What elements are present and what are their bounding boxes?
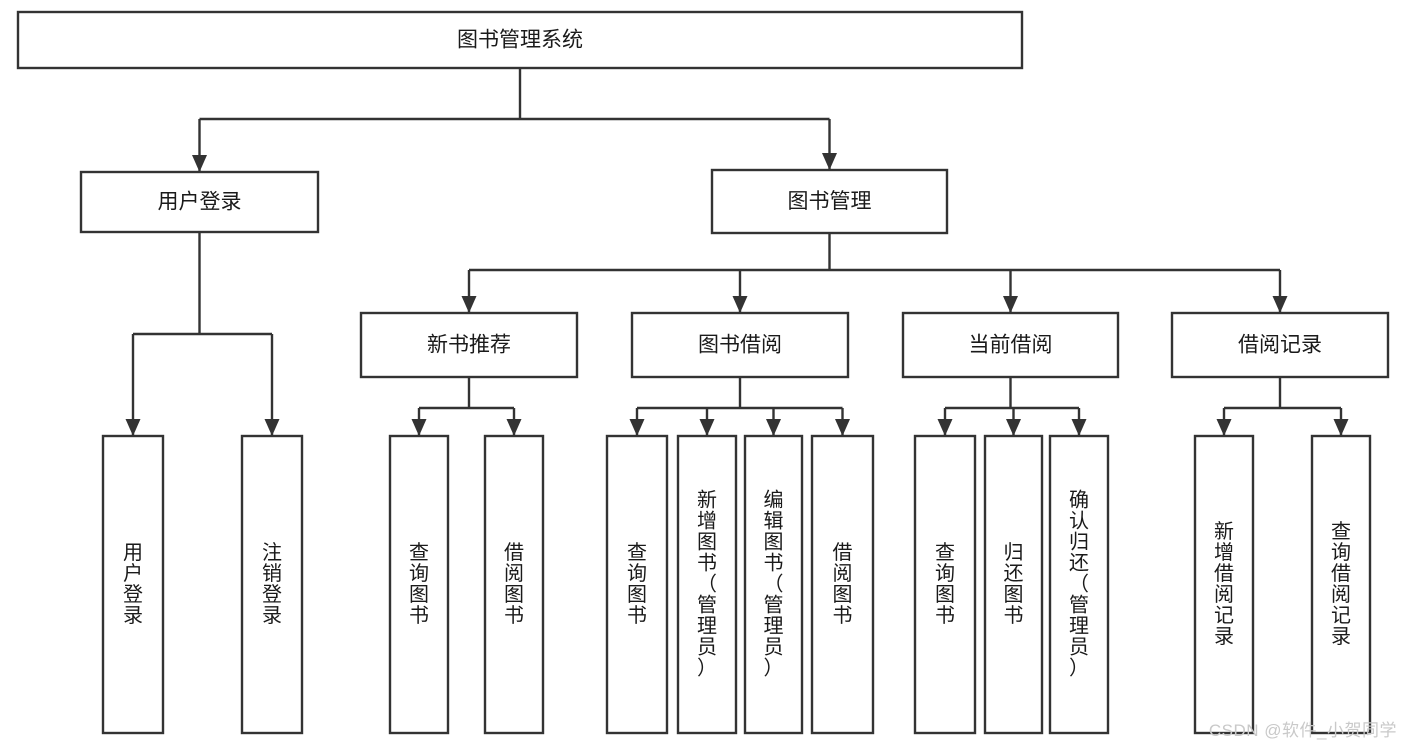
level1-node-1[interactable]: 用户登录 [79,170,320,234]
level1-node-2[interactable]: 图书管理 [710,168,949,235]
arrow-head-icon [1216,419,1232,436]
leaf-node-box[interactable] [983,434,1044,735]
arrow-head-icon [1006,419,1021,436]
arrow-head-icon [264,419,280,436]
leaf-node-box[interactable] [240,434,304,735]
leaf-node-label: 查询借阅记录 [1331,520,1351,648]
connector-layer [125,68,1349,436]
root-node-label: 图书管理系统 [457,29,583,52]
arrow-head-icon [835,419,850,436]
leaf-node-1[interactable]: 用户登录 [101,434,165,735]
arrow-head-icon [1003,296,1018,313]
leaf-node-label: 新增借阅记录 [1214,520,1234,648]
level2-node-box[interactable] [901,311,1120,379]
leaf-node-box[interactable] [605,434,669,735]
arrow-head-icon [125,419,141,436]
leaf-node-5[interactable]: 查询图书 [605,434,669,735]
leaf-node-label: 借阅图书 [833,541,853,627]
leaf-node-box[interactable] [676,434,738,735]
level1-node-label: 图书管理 [788,190,872,213]
arrow-head-icon [699,419,715,436]
level2-node-3[interactable]: 当前借阅 [901,311,1120,379]
leaf-node-4[interactable]: 借阅图书 [483,434,545,735]
leaf-node-8[interactable]: 借阅图书 [810,434,875,735]
leaf-node-label: 借阅图书 [504,541,524,627]
leaf-node-box[interactable] [388,434,450,735]
leaf-node-label: 确认归还（管理员） [1069,488,1089,679]
level1-node-box[interactable] [79,170,320,234]
arrow-head-icon [732,296,748,313]
leaf-node-9[interactable]: 查询图书 [913,434,977,735]
leaf-node-label: 注销登录 [262,541,282,627]
leaf-node-box[interactable] [1048,434,1110,735]
leaf-node-label: 用户登录 [123,542,143,627]
arrow-head-icon [411,419,427,436]
leaf-node-label: 查询图书 [935,541,955,627]
leaf-node-box[interactable] [913,434,977,735]
level1-node-label: 用户登录 [158,191,242,214]
level2-node-box[interactable] [630,311,850,379]
arrow-head-icon [1071,419,1087,436]
arrow-head-icon [937,419,953,436]
leaf-node-6[interactable]: 新增图书（管理员） [676,434,738,735]
node-layer: 图书管理系统用户登录图书管理新书推荐图书借阅当前借阅借阅记录用户登录注销登录查询… [16,10,1390,735]
root-node-box[interactable] [16,10,1024,70]
level2-node-label: 借阅记录 [1238,334,1322,357]
leaf-node-box[interactable] [743,434,804,735]
level2-node-4[interactable]: 借阅记录 [1170,311,1390,379]
level2-node-box[interactable] [359,311,579,379]
arrow-head-icon [192,155,207,172]
leaf-node-13[interactable]: 查询借阅记录 [1310,434,1372,735]
level2-node-box[interactable] [1170,311,1390,379]
arrow-head-icon [766,419,781,436]
leaf-node-box[interactable] [101,434,165,735]
arrow-head-icon [1333,419,1349,436]
leaf-node-label: 查询图书 [409,541,429,627]
leaf-node-3[interactable]: 查询图书 [388,434,450,735]
arrow-head-icon [1272,296,1288,313]
leaf-node-box[interactable] [1310,434,1372,735]
arrow-head-icon [822,153,837,170]
leaf-node-box[interactable] [810,434,875,735]
leaf-node-7[interactable]: 编辑图书（管理员） [743,434,804,735]
arrow-head-icon [506,419,522,436]
level2-node-label: 图书借阅 [698,334,782,357]
level1-node-box[interactable] [710,168,949,235]
leaf-node-label: 归还图书 [1004,541,1024,627]
leaf-node-label: 新增图书（管理员） [697,488,717,679]
level2-node-1[interactable]: 新书推荐 [359,311,579,379]
leaf-node-12[interactable]: 新增借阅记录 [1193,434,1255,735]
leaf-node-10[interactable]: 归还图书 [983,434,1044,735]
level2-node-label: 新书推荐 [427,334,511,357]
leaf-node-box[interactable] [483,434,545,735]
arrow-head-icon [629,419,645,436]
level2-node-label: 当前借阅 [969,334,1053,357]
arrow-head-icon [461,296,477,313]
leaf-node-2[interactable]: 注销登录 [240,434,304,735]
leaf-node-label: 查询图书 [627,541,647,627]
leaf-node-11[interactable]: 确认归还（管理员） [1048,434,1110,735]
root-node-1[interactable]: 图书管理系统 [16,10,1024,70]
leaf-node-box[interactable] [1193,434,1255,735]
leaf-node-label: 编辑图书（管理员） [764,488,784,679]
level2-node-2[interactable]: 图书借阅 [630,311,850,379]
